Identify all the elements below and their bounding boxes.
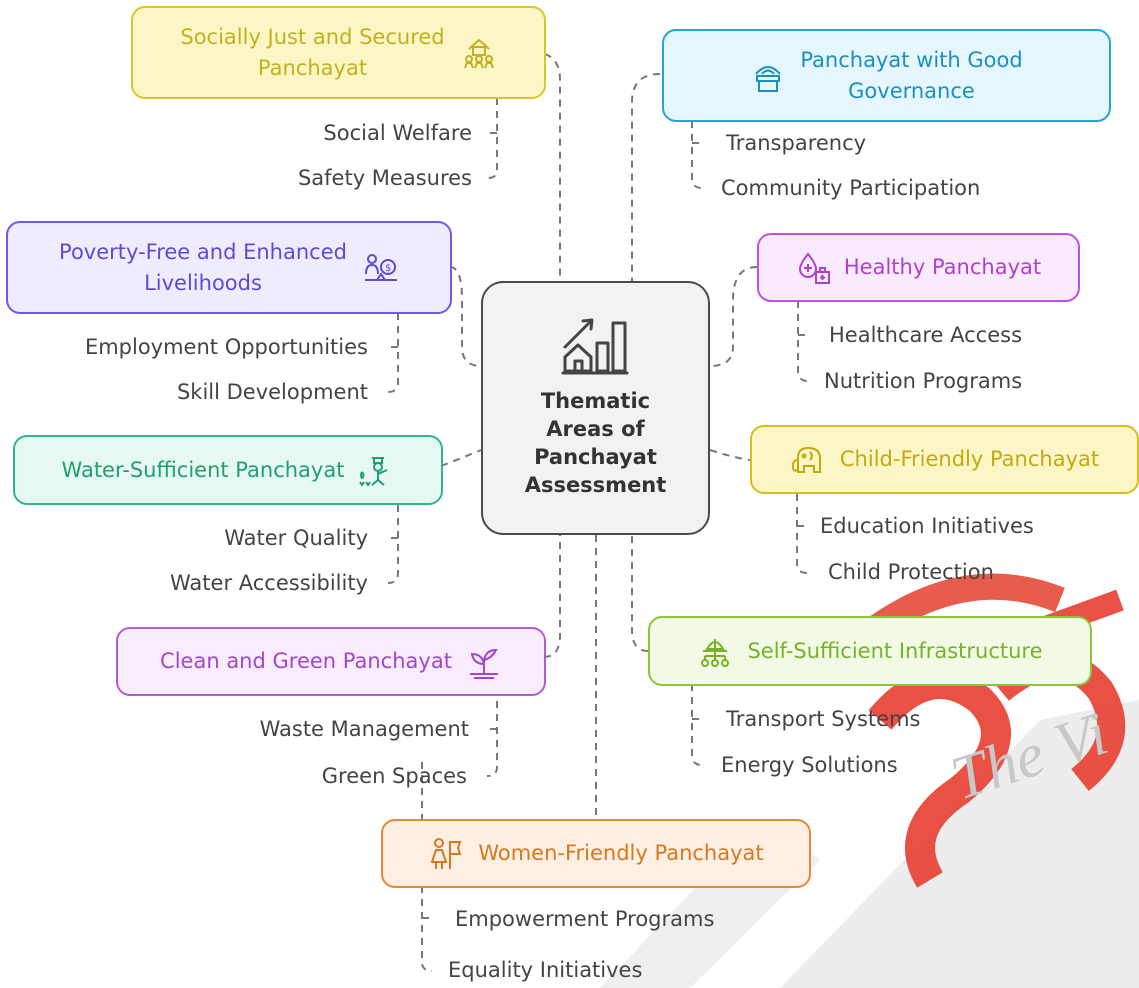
person-money-icon: $: [364, 253, 397, 281]
theme-good-governance[interactable]: Panchayat with Good Governance: [662, 29, 1111, 122]
plant-icon: [469, 648, 498, 679]
subtopic-label: Empowerment Programs: [455, 907, 715, 931]
subtopic-label: Employment Opportunities: [84, 335, 368, 359]
theme-title-line: Panchayat with Good: [800, 47, 1023, 72]
theme-water-sufficient[interactable]: Water-Sufficient Panchayat: [13, 435, 443, 505]
subtopic-label: Transport Systems: [726, 707, 921, 731]
theme-title: Clean and Green Panchayat: [160, 649, 452, 673]
subtopic-label: Water Quality: [224, 526, 368, 550]
svg-text:$: $: [385, 263, 391, 274]
theme-title-line: Panchayat: [257, 55, 368, 80]
subtopic-label: Energy Solutions: [721, 753, 898, 777]
theme-title-line: Livelihoods: [144, 270, 262, 295]
theme-title: Water-Sufficient Panchayat: [61, 457, 345, 482]
subtopic-label: Equality Initiatives: [448, 958, 643, 982]
subtopic-label: Healthcare Access: [829, 323, 1023, 347]
theme-child-friendly[interactable]: Child-Friendly Panchayat: [750, 425, 1139, 494]
center-title: Thematic Areas of Panchayat Assessment: [525, 387, 667, 499]
theme-socially-just[interactable]: Socially Just and Secured Panchayat: [131, 6, 546, 99]
subtopic-label: Skill Development: [176, 380, 368, 404]
theme-self-sufficient-infrastructure[interactable]: Self-Sufficient Infrastructure: [648, 616, 1092, 686]
health-icon: [798, 251, 830, 284]
subtopic-label: Safety Measures: [297, 166, 472, 190]
theme-poverty-free[interactable]: Poverty-Free and Enhanced Livelihoods $: [6, 221, 452, 314]
subtopic-label: Waste Management: [259, 717, 469, 741]
center-title-line: Thematic: [540, 389, 651, 413]
growth-chart-house-icon: [561, 318, 628, 375]
theme-title-line: Poverty-Free and Enhanced: [59, 239, 347, 264]
podium-icon: [755, 65, 782, 92]
theme-healthy[interactable]: Healthy Panchayat: [757, 233, 1080, 302]
infrastructure-icon: [701, 639, 730, 667]
theme-clean-green[interactable]: Clean and Green Panchayat: [116, 627, 546, 696]
woman-flag-icon: [430, 837, 462, 869]
center-title-line: Areas of: [546, 417, 645, 441]
theme-title: Self-Sufficient Infrastructure: [747, 638, 1043, 663]
subtopic-label: Child Protection: [828, 560, 994, 584]
subtopic-label: Community Participation: [721, 176, 981, 200]
elephant-icon: [791, 446, 821, 473]
theme-title-line: Socially Just and Secured: [180, 24, 445, 49]
theme-title: Healthy Panchayat: [843, 255, 1042, 279]
subtopic-label: Social Welfare: [323, 121, 472, 145]
theme-title-line: Governance: [848, 78, 975, 103]
theme-women-friendly[interactable]: Women-Friendly Panchayat: [381, 819, 811, 888]
center-title-line: Assessment: [524, 473, 667, 497]
center-title-line: Panchayat: [534, 445, 657, 469]
subtopic-label: Water Accessibility: [170, 571, 368, 595]
theme-title: Women-Friendly Panchayat: [478, 841, 764, 865]
subtopic-label: Education Initiatives: [820, 514, 1034, 538]
subtopic-label: Nutrition Programs: [824, 369, 1023, 393]
center-node: Thematic Areas of Panchayat Assessment: [481, 281, 710, 535]
subtopic-label: Transparency: [726, 131, 867, 155]
people-house-icon: [463, 38, 494, 68]
theme-title: Child-Friendly Panchayat: [839, 447, 1100, 471]
water-icon: [359, 457, 388, 487]
subtopic-label: Green Spaces: [321, 764, 467, 788]
